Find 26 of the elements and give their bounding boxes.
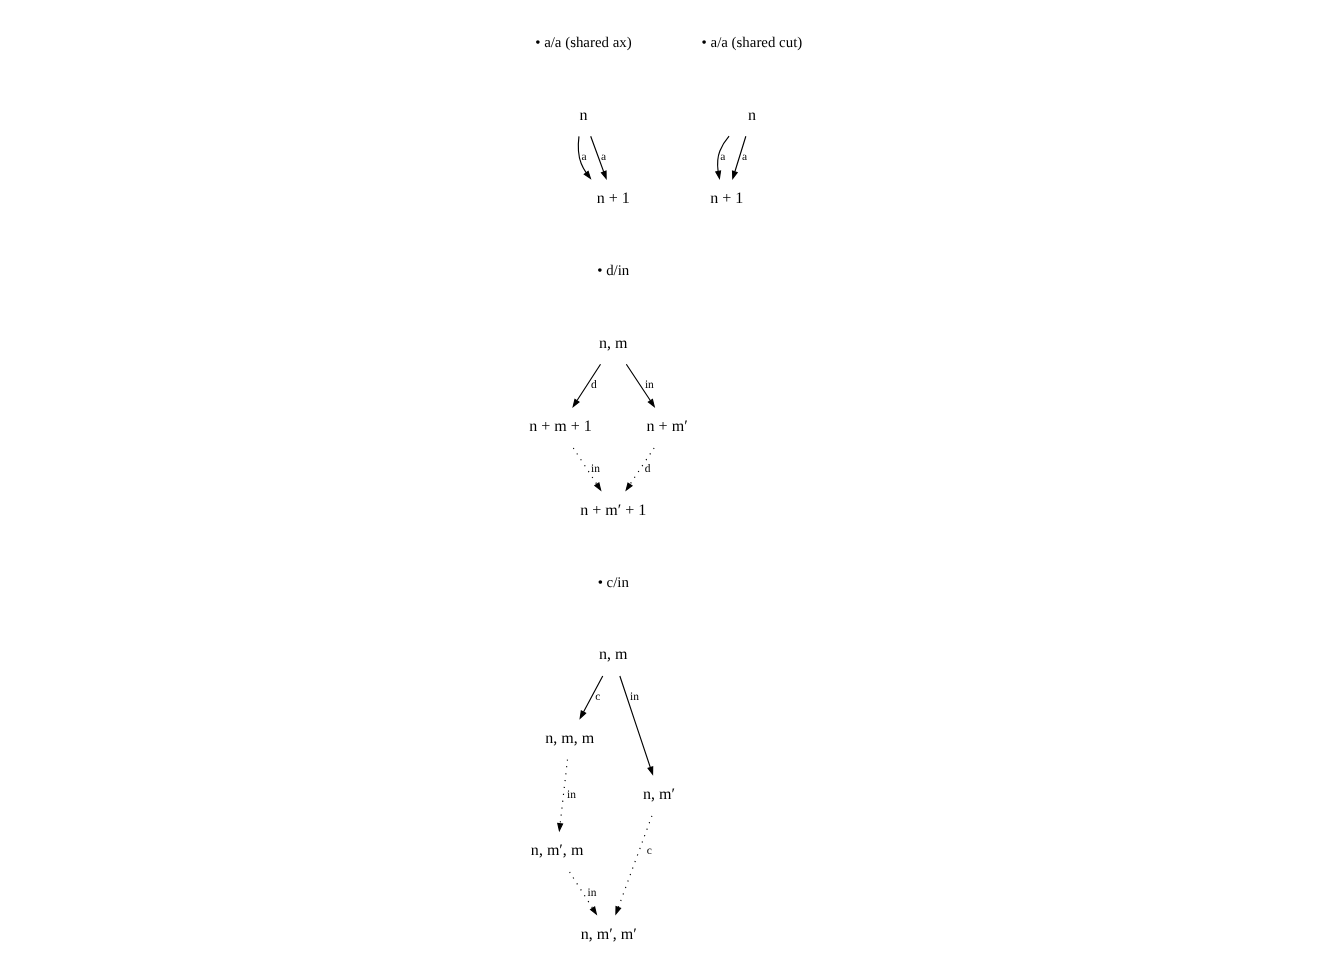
node-text: n + m′ + 1 xyxy=(580,500,647,519)
node-text: n, m, m xyxy=(545,728,595,747)
arrow xyxy=(731,134,747,180)
arrow xyxy=(714,134,730,179)
arrow xyxy=(569,870,598,915)
node-text: n + m + 1 xyxy=(529,416,592,435)
arrow xyxy=(619,674,654,775)
arrow xyxy=(572,446,602,491)
arrow xyxy=(572,362,602,407)
node-text: n, m′, m′ xyxy=(580,924,637,943)
node-text: n + m′ xyxy=(646,416,688,435)
node-text: n, m′ xyxy=(643,784,676,803)
node-text: n + 1 xyxy=(710,188,744,207)
arrow xyxy=(579,674,604,719)
arrow xyxy=(615,814,653,915)
arrow xyxy=(625,362,656,407)
node-text: n, m xyxy=(599,332,628,351)
node-text: n + 1 xyxy=(596,188,630,207)
arrow xyxy=(590,134,607,180)
arrow xyxy=(625,446,655,491)
node-text: n, m xyxy=(599,644,628,663)
node-text: n, m′, m xyxy=(530,840,584,859)
arrow xyxy=(577,134,592,179)
node-text: n xyxy=(579,104,588,123)
node-text: n xyxy=(747,104,756,123)
arrow xyxy=(557,758,569,832)
